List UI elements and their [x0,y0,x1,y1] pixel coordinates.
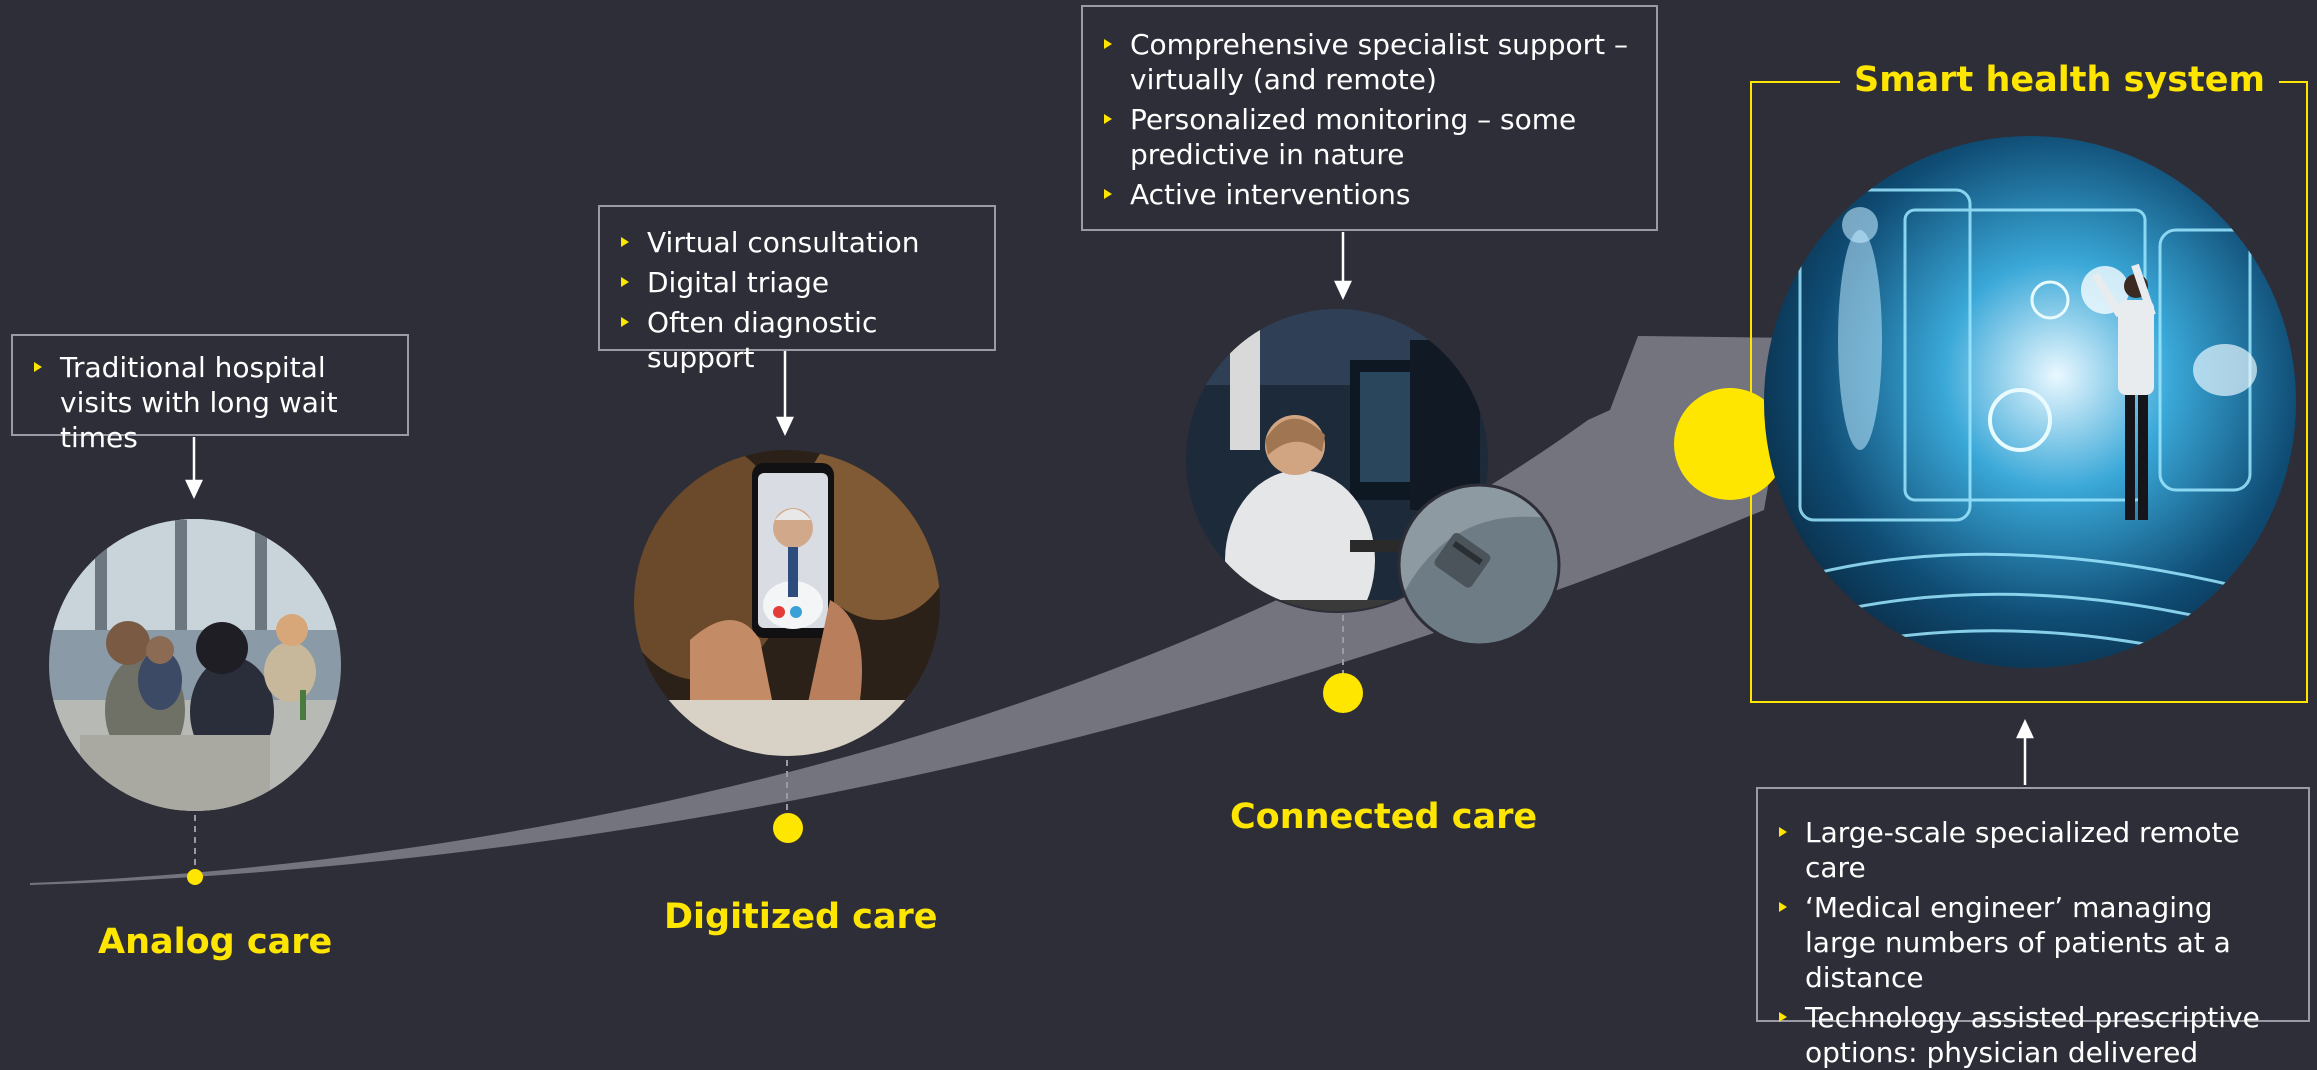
wearable-device-photo [1399,485,1559,645]
connected-care-label: Connected care [1230,797,1538,837]
digitized-care-bullets: Virtual consultation Digital triage Ofte… [618,225,976,375]
smart-health-frame [1750,81,2308,703]
diagram-graphics [30,136,2296,885]
connected-care-callout: Comprehensive specialist support – virtu… [1081,5,1658,231]
bullet-item: Personalized monitoring – some predictiv… [1101,102,1638,172]
digitized-care-label: Digitized care [664,897,938,937]
bullet-item: Large-scale specialized remote care [1776,815,2290,885]
bullet-item: Digital triage [618,265,976,300]
bullet-item: Comprehensive specialist support – virtu… [1101,27,1638,97]
bullet-item: Virtual consultation [618,225,976,260]
connected-care-bullets: Comprehensive specialist support – virtu… [1101,27,1638,212]
bullet-item: Active interventions [1101,177,1638,212]
bullet-item: Technology assisted prescriptive options… [1776,1000,2290,1070]
analog-care-label: Analog care [98,922,333,962]
bullet-item: Often diagnostic support [618,305,976,375]
bullet-item: Traditional hospital visits with long wa… [31,350,389,455]
video-call-doctor-phone-photo [634,450,940,756]
connected-milestone-dot [1323,673,1363,713]
digitized-milestone-dot [773,813,803,843]
smart-health-callout: Large-scale specialized remote care ‘Med… [1756,787,2310,1069]
dashed-leaders [194,615,1344,870]
smart-health-title: Smart health system [1840,60,2279,100]
bullet-item: ‘Medical engineer’ managing large number… [1776,890,2290,995]
analog-milestone-dot [187,869,203,885]
digitized-care-callout: Virtual consultation Digital triage Ofte… [598,205,996,374]
care-evolution-diagram: Traditional hospital visits with long wa… [11,5,2310,1069]
hospital-waiting-room-photo [49,519,341,811]
analog-care-callout: Traditional hospital visits with long wa… [11,334,409,454]
analog-care-bullets: Traditional hospital visits with long wa… [31,350,389,455]
connector-arrows [185,232,2034,785]
smart-milestone-dot [1674,388,1786,500]
remote-monitoring-workstation-photo [1185,308,1489,612]
futuristic-medical-interface-photo [1764,136,2296,668]
smart-health-bullets: Large-scale specialized remote care ‘Med… [1776,815,2290,1070]
